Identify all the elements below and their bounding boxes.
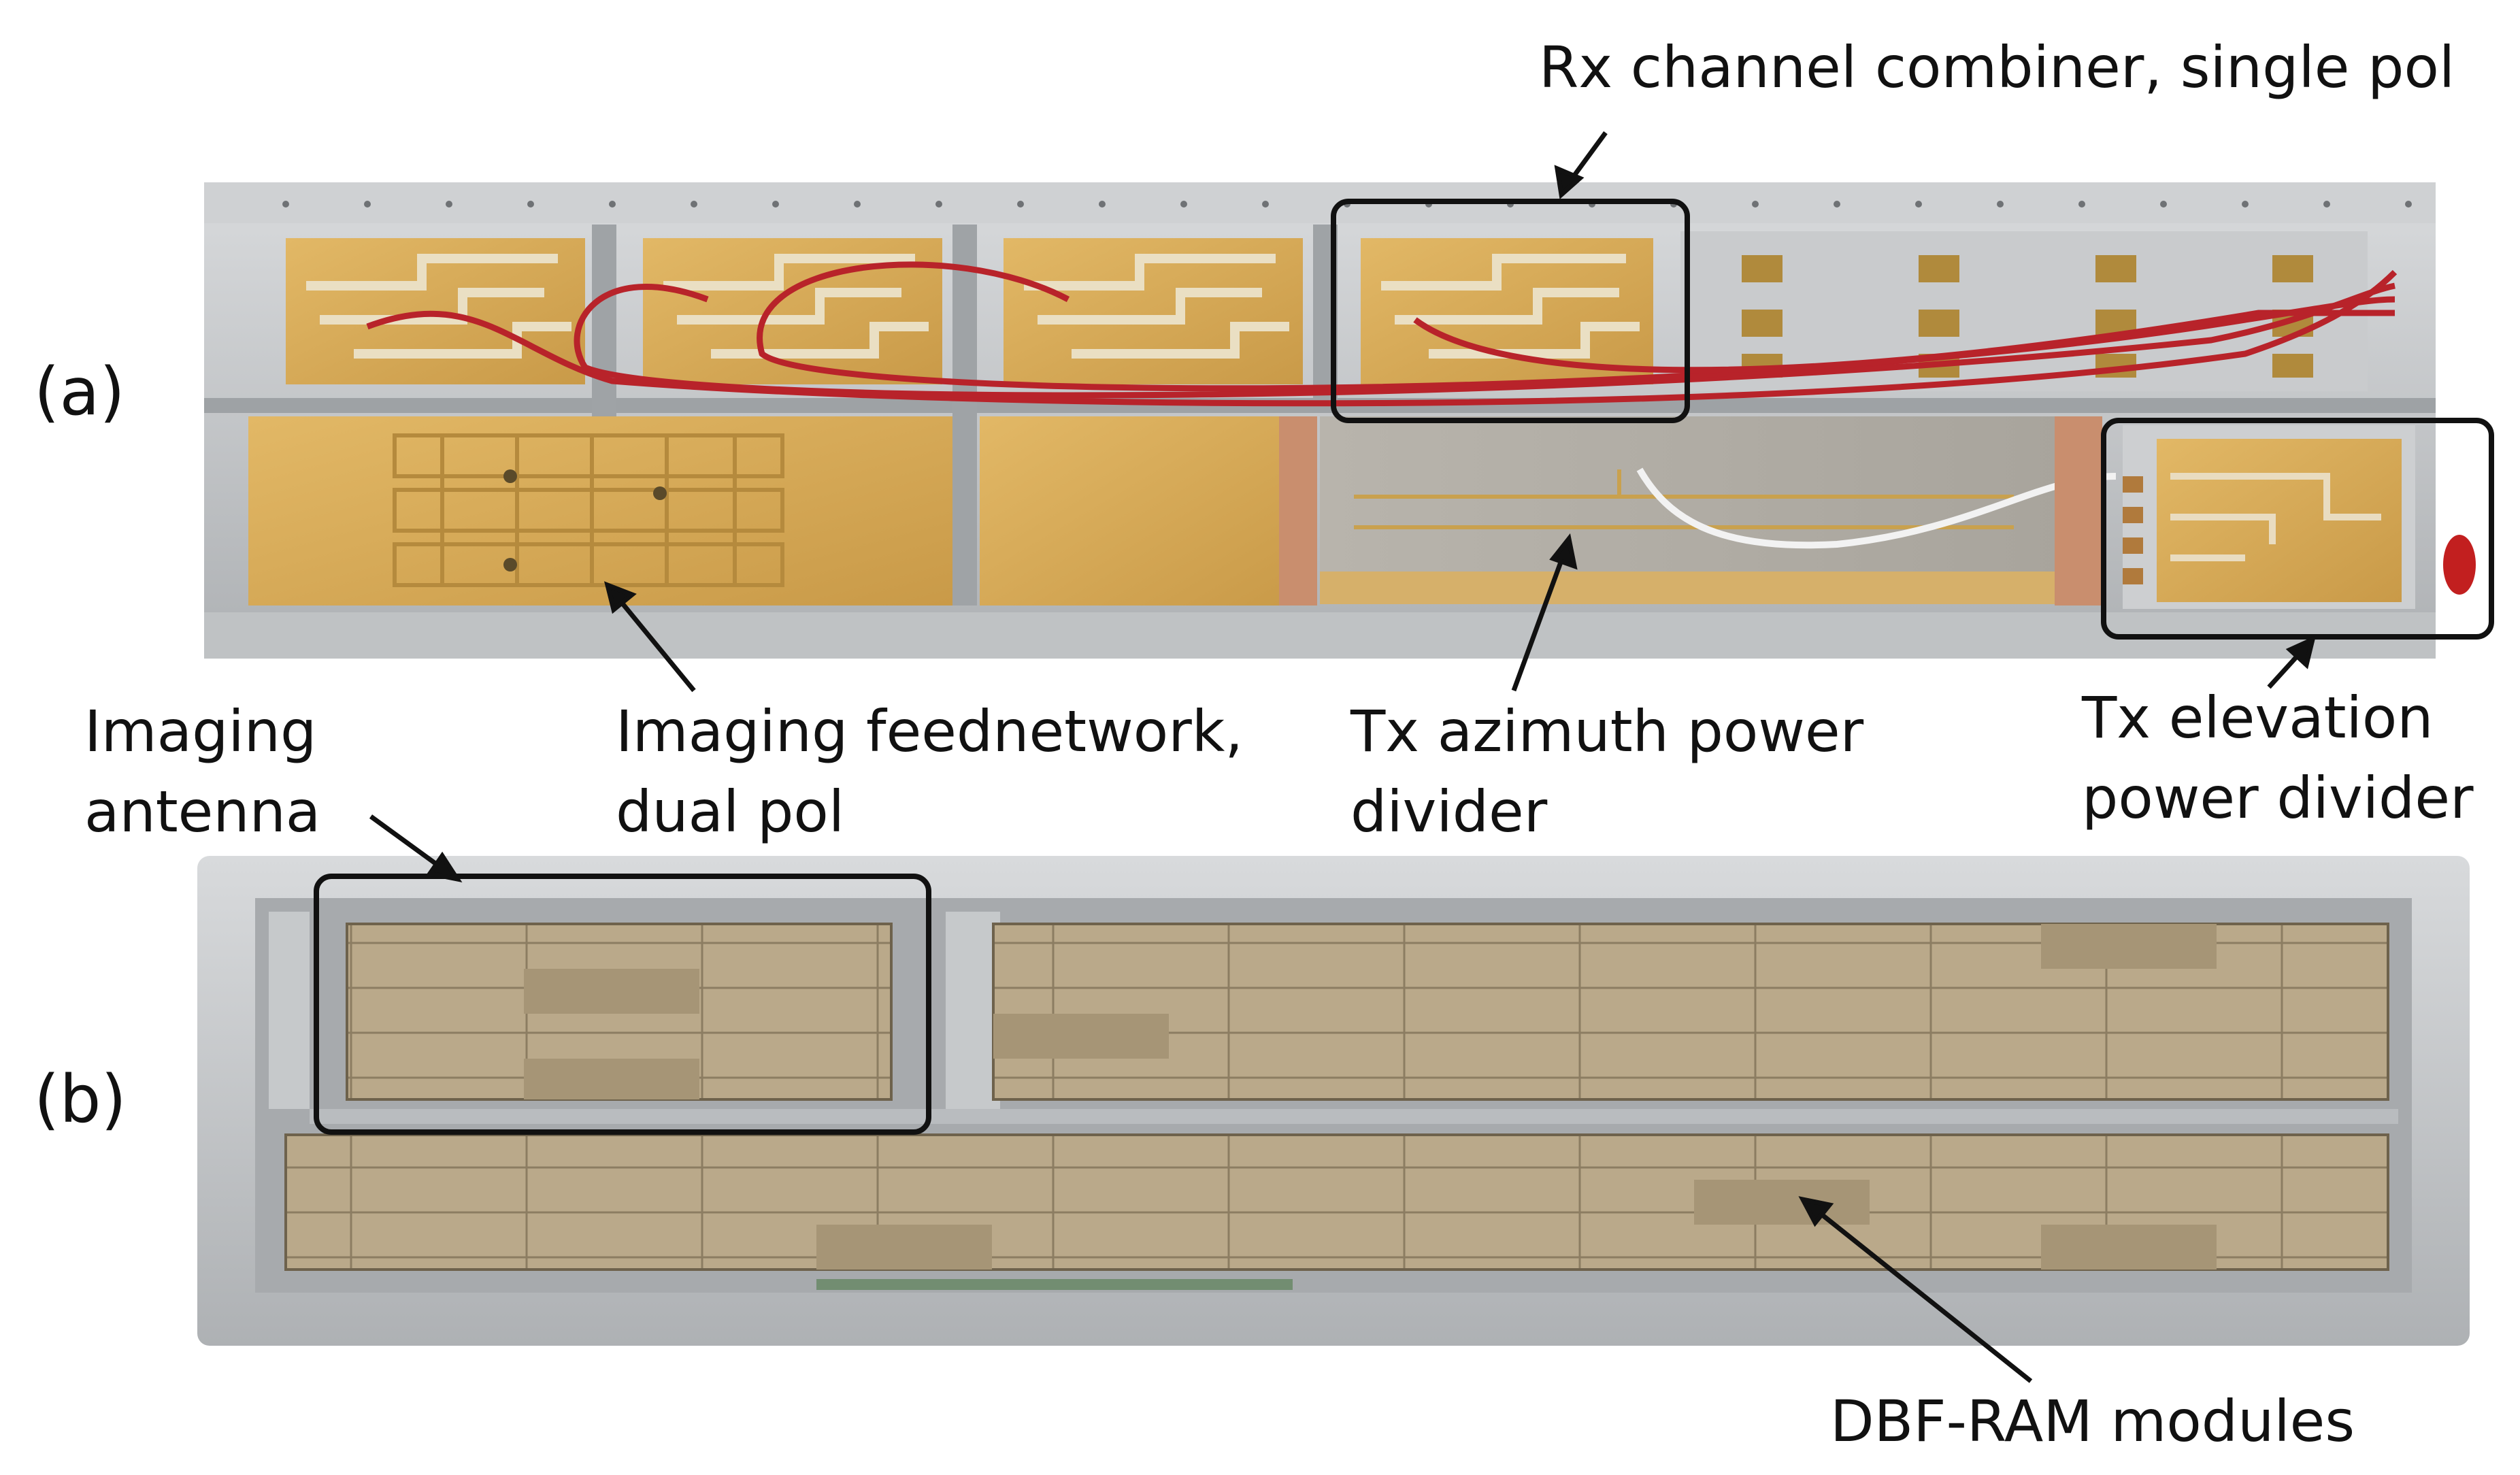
arrow-imaging-antenna xyxy=(369,814,463,883)
arrow-dbf-ram xyxy=(1798,1196,2033,1383)
panel-a-photo xyxy=(204,182,2476,659)
imaging-feednetwork-label: Imaging feednetwork, dual pol xyxy=(616,691,1243,852)
tx-elevation-label-line2: power divider xyxy=(2082,765,2474,831)
dbf-ram-module-tiles xyxy=(284,923,2389,1271)
imaging-antenna-label: Imaging antenna xyxy=(84,691,320,852)
panel-b-label: (b) xyxy=(34,1061,127,1138)
tx-elevation-highlight-box xyxy=(2101,418,2494,640)
rx-combiner-boards xyxy=(286,238,1653,384)
rx-combiner-label: Rx channel combiner, single pol xyxy=(1539,34,2455,101)
imaging-feednetwork-label-line2: dual pol xyxy=(616,778,845,845)
rx-combiner-highlight-box xyxy=(1331,199,1690,423)
imaging-feednetwork-label-line1: Imaging feednetwork, xyxy=(616,698,1244,765)
tx-elevation-label: Tx elevation power divider xyxy=(2082,678,2474,838)
tx-elevation-label-line1: Tx elevation xyxy=(2082,684,2434,751)
imaging-antenna-tiles xyxy=(346,923,893,1101)
tx-azimuth-label-line1: Tx azimuth power xyxy=(1350,698,1864,765)
tx-azimuth-label-line2: divider xyxy=(1350,778,1548,845)
imaging-antenna-label-line2: antenna xyxy=(84,778,321,845)
red-coax-cables xyxy=(366,261,2398,407)
tx-azimuth-label: Tx azimuth power divider xyxy=(1350,691,1863,852)
imaging-antenna-label-line1: Imaging xyxy=(84,698,317,765)
imaging-antenna-highlight-box xyxy=(314,874,931,1135)
dbf-ram-label: DBF-RAM modules xyxy=(1830,1388,2355,1455)
tx-azimuth-divider-board xyxy=(1320,416,2117,593)
arrow-rx-combiner xyxy=(1554,131,1608,199)
arrow-tx-elevation xyxy=(2267,635,2317,689)
arrow-tx-azimuth xyxy=(1511,533,1578,692)
imaging-feednetwork-board xyxy=(248,416,952,606)
panel-b-photo xyxy=(197,856,2470,1346)
arrow-imaging-feednetwork xyxy=(603,581,696,693)
panel-a-label: (a) xyxy=(34,354,125,430)
tx-elevation-divider-board xyxy=(2123,425,2476,609)
